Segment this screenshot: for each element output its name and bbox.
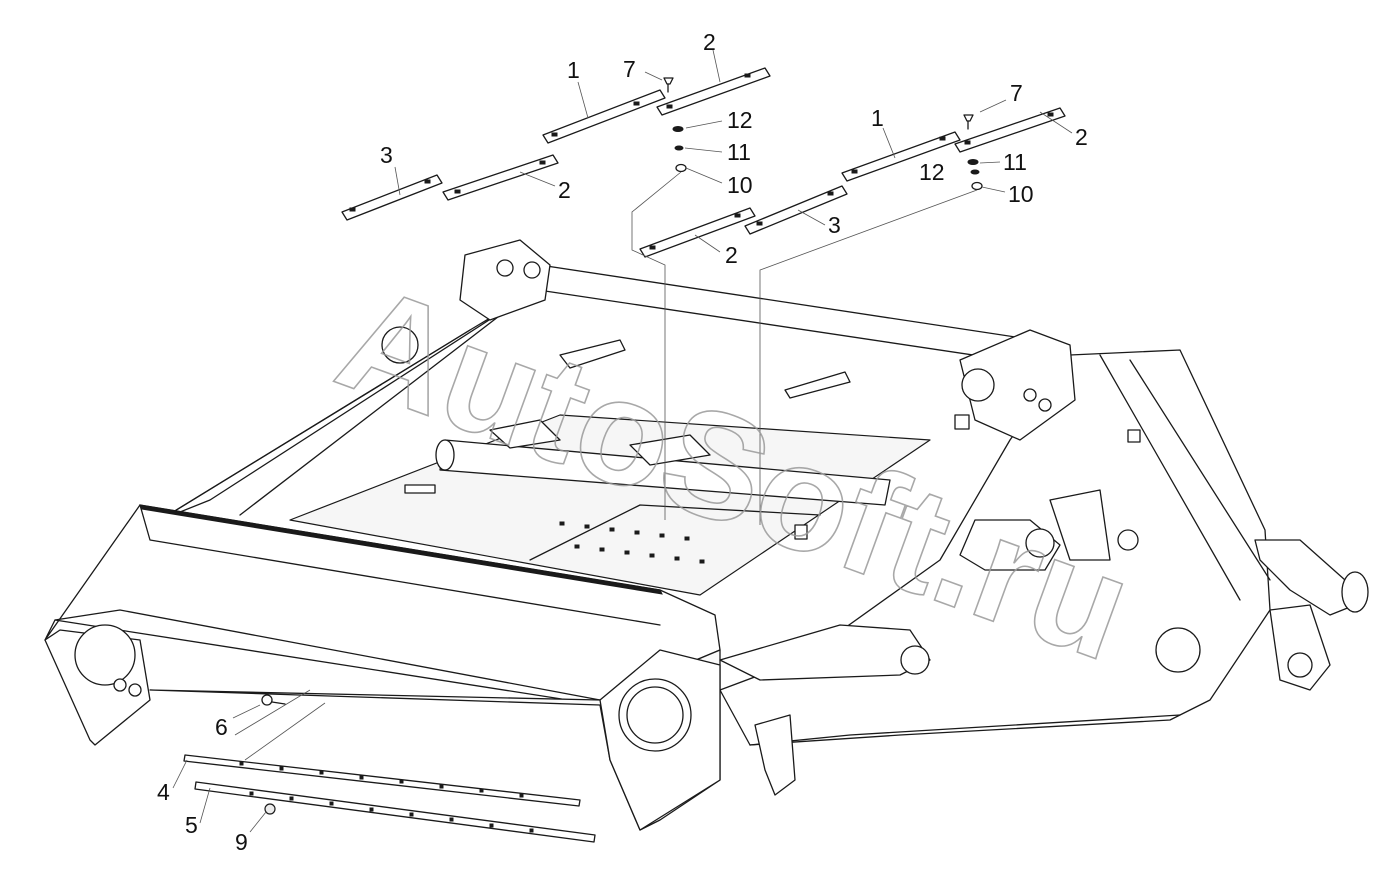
callout-2: 2 xyxy=(558,177,571,203)
callout-1: 1 xyxy=(871,105,884,131)
callout-5: 5 xyxy=(185,812,198,838)
floor-holes xyxy=(559,521,705,564)
callout-11: 11 xyxy=(1003,149,1027,175)
callout-2: 2 xyxy=(725,242,738,268)
callout-labels: 1 7 2 12 11 10 3 2 2 1 7 2 12 11 10 3 6 … xyxy=(157,29,1088,855)
callout-10: 10 xyxy=(727,172,753,198)
callout-2: 2 xyxy=(1075,124,1088,150)
callout-6: 6 xyxy=(215,714,228,740)
callout-12: 12 xyxy=(919,159,945,185)
callout-1: 1 xyxy=(567,57,580,83)
callout-10: 10 xyxy=(1008,181,1034,207)
leader-lines xyxy=(172,49,1073,833)
callout-2: 2 xyxy=(703,29,716,55)
callout-3: 3 xyxy=(828,212,841,238)
callout-7: 7 xyxy=(623,56,636,82)
callout-12: 12 xyxy=(727,107,753,133)
callout-9: 9 xyxy=(235,829,248,855)
callout-3: 3 xyxy=(380,142,393,168)
callout-7: 7 xyxy=(1010,80,1023,106)
callout-11: 11 xyxy=(727,139,751,165)
callout-4: 4 xyxy=(157,779,170,805)
top-slats xyxy=(341,67,1066,525)
bottom-strips xyxy=(183,689,596,843)
